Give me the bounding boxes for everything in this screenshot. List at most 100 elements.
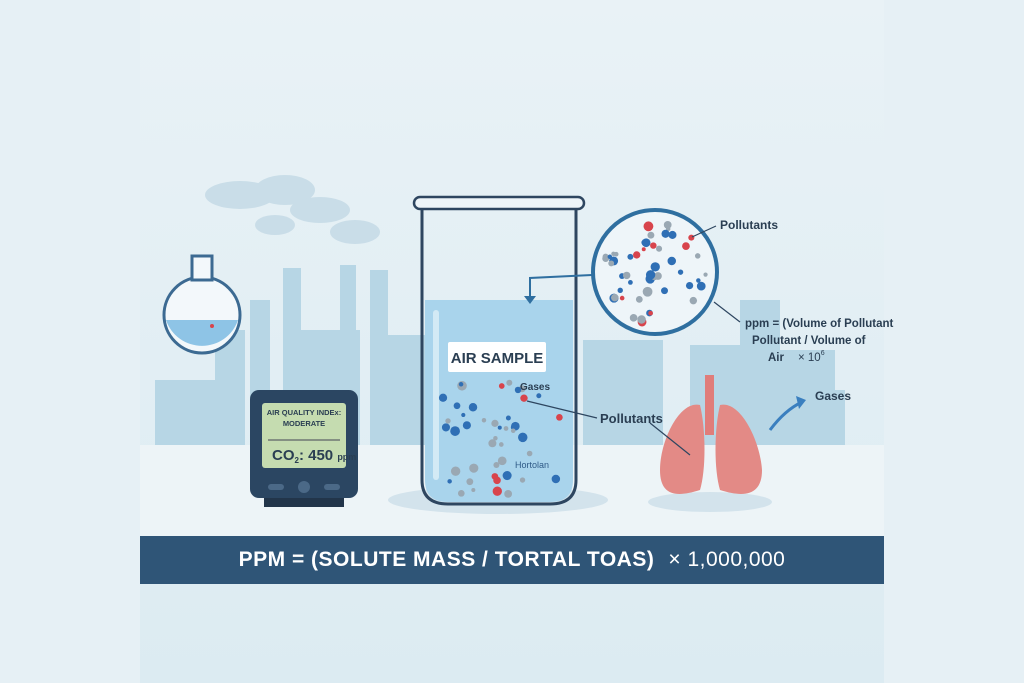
particle <box>608 260 615 267</box>
particle <box>493 461 500 468</box>
particle <box>498 383 505 389</box>
lungs-icon: Gases <box>648 375 851 512</box>
particle <box>504 489 513 498</box>
particle <box>635 295 643 303</box>
particle <box>462 421 471 430</box>
particle <box>685 281 694 290</box>
particle <box>677 269 684 275</box>
particle <box>447 479 452 484</box>
magnifier-pollutants-label: Pollutants <box>720 218 778 232</box>
particle <box>613 251 619 257</box>
monitor-co2-value: : 450 <box>299 447 337 464</box>
particle <box>519 477 526 483</box>
particle <box>453 402 461 410</box>
particle <box>468 402 478 412</box>
particle <box>491 419 499 427</box>
formula-multiplier: × 106 <box>798 350 825 364</box>
monitor-aqi-label: AIR QUALITY INDEx: <box>267 408 341 417</box>
particle <box>628 279 633 285</box>
particle <box>438 393 448 402</box>
particle <box>602 253 609 260</box>
particle <box>694 253 701 259</box>
monitor-left-button <box>268 484 284 490</box>
particle <box>458 382 464 387</box>
particle <box>502 471 512 481</box>
particle <box>536 393 542 399</box>
particle <box>663 221 672 229</box>
particle <box>629 314 638 322</box>
particle <box>667 256 677 266</box>
particle <box>622 271 631 280</box>
monitor-power-button <box>298 481 310 493</box>
particle <box>514 386 522 394</box>
particle <box>461 412 466 418</box>
formula-line-3: Air <box>768 352 785 364</box>
flask-icon <box>162 254 242 355</box>
particle <box>642 286 653 297</box>
monitor-aqi-value: MODERATE <box>283 419 325 428</box>
particle <box>682 242 690 250</box>
particle <box>498 442 504 447</box>
particle <box>668 230 677 239</box>
ppm-formula-banner: PPM = (SOLUTE MASS / TORTAL TOAS) × 1,00… <box>140 536 884 584</box>
particle <box>641 238 651 248</box>
magnified-sample: Pollutants ppm = (Volume of Pollutant Po… <box>524 208 893 364</box>
particle <box>518 432 528 443</box>
particle <box>696 278 701 283</box>
particle <box>450 466 461 476</box>
pollutants-label: Pollutants <box>600 411 663 426</box>
particle <box>656 245 663 252</box>
particle <box>689 296 698 305</box>
particle <box>503 426 509 431</box>
formula-line-2: Pollutant / Volume of <box>752 335 866 347</box>
particle <box>497 425 502 430</box>
particle <box>481 418 487 423</box>
particle <box>497 456 507 466</box>
particle <box>610 293 619 302</box>
particle <box>520 394 528 402</box>
monitor-right-button <box>324 484 340 490</box>
particle <box>661 229 670 238</box>
particle <box>469 463 479 473</box>
air-quality-monitor: AIR QUALITY INDEx: MODERATE CO2: 450 ppm <box>250 390 358 507</box>
particle <box>492 486 502 496</box>
particle <box>607 254 613 260</box>
banner-multiplier: × 1,000,000 <box>668 548 786 571</box>
particle <box>641 247 646 252</box>
particle <box>493 435 498 441</box>
particle <box>506 379 513 386</box>
svg-text:CO2: 450 ppm: CO2: 450 ppm <box>272 447 356 465</box>
particle <box>648 310 653 316</box>
particle <box>696 281 706 291</box>
hortolan-label: Hortolan <box>515 460 549 470</box>
beaker: AIR SAMPLE Gases Hortolan Pollutants <box>388 195 663 514</box>
particle <box>647 231 655 239</box>
particle <box>457 490 465 497</box>
particle <box>703 272 708 277</box>
particle <box>441 423 450 432</box>
air-sample-label-box <box>448 342 546 372</box>
particle <box>493 476 501 485</box>
particle <box>633 251 641 259</box>
monitor-co2-subscript: 2 <box>295 456 300 465</box>
particle <box>645 270 656 280</box>
particle <box>488 439 497 448</box>
particle <box>619 295 625 301</box>
particle <box>450 426 460 436</box>
particle <box>661 287 668 295</box>
monitor-co2-label: CO <box>272 447 295 464</box>
air-sample-label: AIR SAMPLE <box>451 350 544 367</box>
particle <box>510 428 516 433</box>
banner-formula: PPM = (SOLUTE MASS / TORTAL TOAS) <box>238 548 655 571</box>
particle <box>650 242 657 249</box>
particle <box>688 234 695 241</box>
particle <box>505 415 511 421</box>
formula-exponent: 6 <box>821 350 825 357</box>
particle <box>511 421 520 431</box>
particle <box>471 487 476 493</box>
monitor-co2-unit: ppm <box>337 452 356 462</box>
particle <box>466 478 474 486</box>
particle <box>643 221 654 232</box>
particle <box>445 418 451 424</box>
particle <box>637 315 646 324</box>
